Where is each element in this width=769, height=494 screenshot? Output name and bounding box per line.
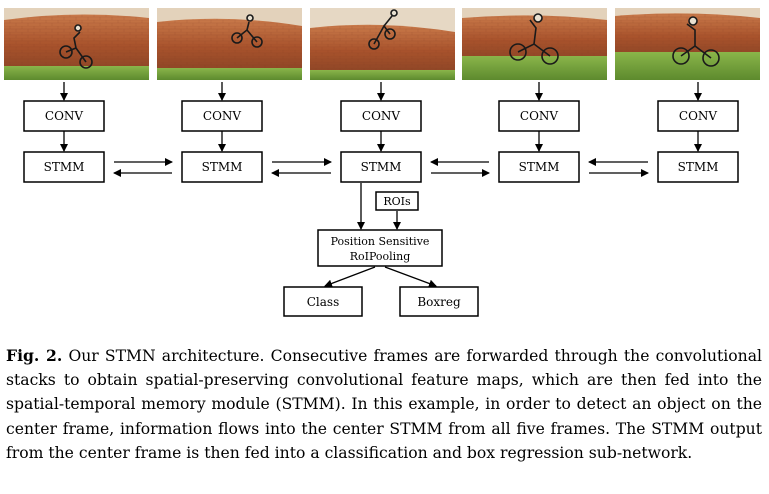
conv-label: CONV <box>45 109 84 123</box>
rois-box: ROIs <box>375 191 419 211</box>
stmm-box-2: STMM <box>181 151 263 183</box>
conv-label: CONV <box>520 109 559 123</box>
conv-box-4: CONV <box>498 100 580 132</box>
bmx-rider-icon <box>672 16 720 67</box>
figure-label: Fig. 2. <box>6 346 63 365</box>
boxreg-label: Boxreg <box>417 295 461 309</box>
stmm-box-5: STMM <box>657 151 739 183</box>
stmm-label: STMM <box>361 160 402 174</box>
rois-label: ROIs <box>383 195 411 208</box>
temporal-arrows <box>113 158 649 177</box>
class-label: Class <box>307 295 340 309</box>
stmm-label: STMM <box>519 160 560 174</box>
class-box: Class <box>283 286 363 317</box>
stmm-box-1: STMM <box>23 151 105 183</box>
stmm-box-3: STMM <box>340 151 422 183</box>
figure-caption: Fig. 2. Our STMN architecture. Consecuti… <box>6 344 762 465</box>
vertical-arrows <box>60 82 702 152</box>
bmx-rider-icon <box>59 24 93 69</box>
frame-image-1 <box>4 8 149 80</box>
bmx-rider-icon <box>509 13 559 65</box>
pooling-arrows <box>357 183 401 230</box>
frame-image-4 <box>462 8 607 80</box>
frame-image-2 <box>157 8 302 80</box>
boxreg-box: Boxreg <box>399 286 479 317</box>
conv-label: CONV <box>679 109 718 123</box>
frame-image-3 <box>310 8 455 80</box>
conv-label: CONV <box>203 109 242 123</box>
bmx-rider-icon <box>368 9 398 50</box>
caption-text: Our STMN architecture. Consecutive frame… <box>6 347 762 462</box>
ps-roipooling-box: Position Sensitive RoIPooling <box>317 229 443 267</box>
pooling-label-line2: RoIPooling <box>350 250 411 263</box>
stmm-label: STMM <box>202 160 243 174</box>
frame-image-5 <box>615 8 760 80</box>
pooling-label-line1: Position Sensitive <box>331 235 430 248</box>
stmm-box-4: STMM <box>498 151 580 183</box>
conv-box-5: CONV <box>657 100 739 132</box>
output-arrows <box>324 266 437 288</box>
conv-box-1: CONV <box>23 100 105 132</box>
stmm-label: STMM <box>44 160 85 174</box>
architecture-diagram: CONV CONV CONV CONV CONV STMM STMM STMM … <box>4 8 760 317</box>
conv-box-2: CONV <box>181 100 263 132</box>
bmx-rider-icon <box>231 14 263 48</box>
conv-label: CONV <box>362 109 401 123</box>
conv-box-3: CONV <box>340 100 422 132</box>
stmm-label: STMM <box>678 160 719 174</box>
